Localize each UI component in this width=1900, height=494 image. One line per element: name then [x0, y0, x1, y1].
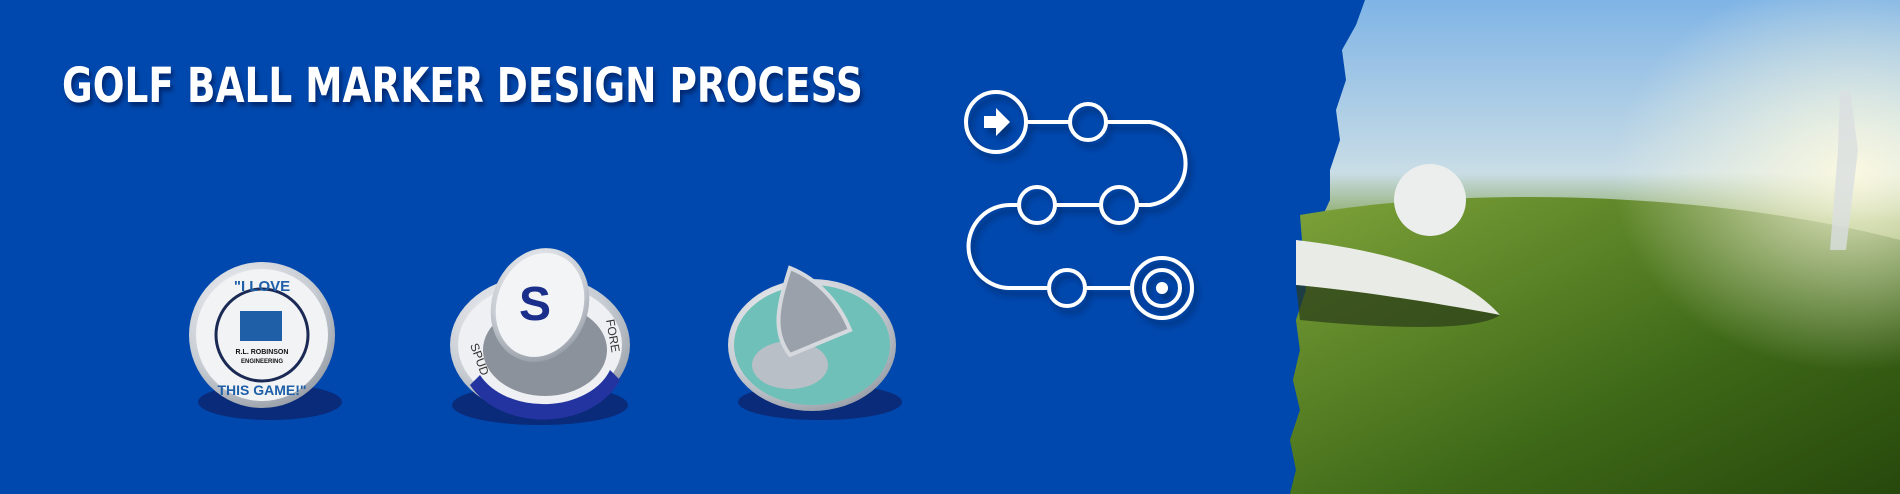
step-node [1099, 185, 1139, 225]
marker-top-text: "I LOVE [234, 278, 290, 295]
arrow-right-icon [984, 108, 1010, 136]
golf-ball [1394, 164, 1466, 236]
golfer-silhouette [1830, 90, 1858, 250]
svg-text:S: S [519, 278, 551, 331]
marker-i-love-this-game: "I LOVE R.L. ROBINSON ENGINEERING THIS G… [189, 262, 342, 420]
start-step-icon [964, 90, 1028, 154]
target-goal-icon [1130, 256, 1194, 320]
marker-bottom-text: THIS GAME!" [217, 382, 306, 398]
golf-green-photo [1290, 0, 1900, 494]
step-node [1047, 268, 1087, 308]
marker-teal-divot [728, 265, 902, 420]
step-node [1017, 185, 1057, 225]
page-title: GOLF BALL MARKER DESIGN PROCESS [62, 58, 863, 114]
svg-text:R.L. ROBINSON: R.L. ROBINSON [236, 349, 289, 356]
svg-text:FORE: FORE [603, 318, 623, 353]
step-node [1068, 102, 1108, 142]
marker-spud-fore: S SPUD FORE [450, 248, 630, 425]
process-flow-diagram [964, 90, 1194, 320]
svg-text:ENGINEERING: ENGINEERING [241, 359, 283, 365]
